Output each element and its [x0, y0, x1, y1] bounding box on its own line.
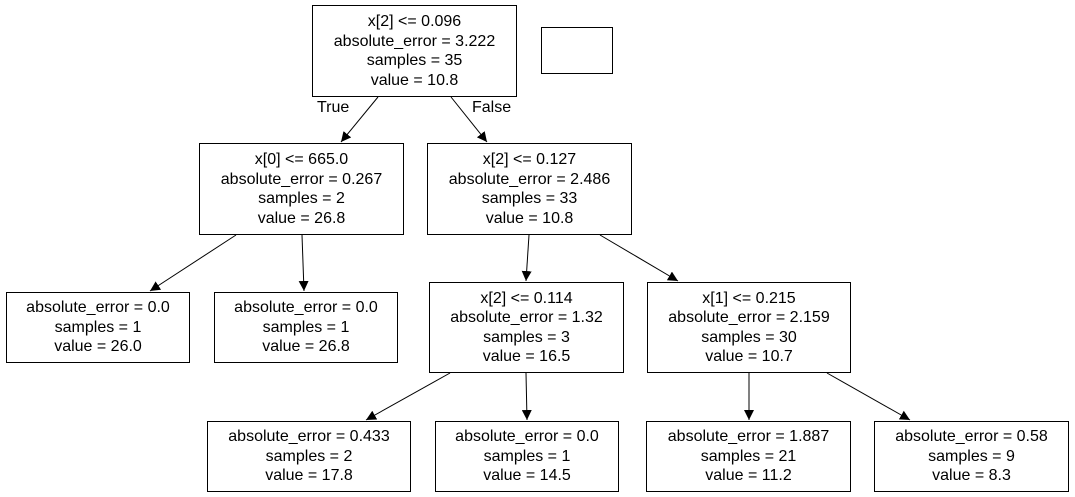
- tree-node-1: x[0] <= 665.0 absolute_error = 0.267 sam…: [199, 143, 404, 235]
- node-value: value = 10.8: [485, 209, 574, 227]
- node-samples: samples = 33: [481, 190, 578, 207]
- tree-node-5: x[2] <= 0.114 absolute_error = 1.32 samp…: [429, 282, 624, 373]
- node-error: absolute_error = 0.0: [26, 299, 170, 317]
- node-samples: samples = 1: [262, 318, 350, 336]
- node-samples: samples = 30: [701, 328, 797, 346]
- node-value: value = 10.8: [370, 71, 459, 89]
- tree-node-8: x[1] <= 0.215 absolute_error = 2.159 sam…: [647, 282, 851, 373]
- node-value: value = 10.7: [705, 348, 793, 365]
- node-value: value = 16.5: [482, 348, 571, 365]
- node-split: x[1] <= 0.215: [702, 289, 796, 307]
- edge-n5-n6: [365, 372, 451, 421]
- tree-leaf-9: absolute_error = 1.887 samples = 21 valu…: [646, 421, 851, 492]
- node-samples: samples = 35: [366, 52, 463, 69]
- node-samples: samples = 9: [928, 447, 1015, 465]
- node-samples: samples = 3: [483, 328, 570, 346]
- tree-leaf-7: absolute_error = 0.0 samples = 1 value =…: [435, 421, 619, 492]
- node-error: absolute_error = 0.0: [234, 299, 378, 317]
- edge-n0-n1: [340, 96, 379, 143]
- node-error: absolute_error = 0.0: [455, 428, 599, 446]
- node-split: x[2] <= 0.114: [480, 289, 573, 307]
- tree-node-root: x[2] <= 0.096 absolute_error = 3.222 sam…: [312, 5, 517, 97]
- edge-n1-n2: [149, 234, 237, 292]
- edge-label-true: True: [317, 99, 350, 116]
- edge-n0-n4: [450, 96, 488, 143]
- tree-leaf-6: absolute_error = 0.433 samples = 2 value…: [207, 421, 411, 492]
- edge-n4-n5: [521, 234, 532, 282]
- edge-n4-n8: [599, 234, 679, 282]
- node-error: absolute_error = 0.58: [895, 428, 1048, 446]
- node-value: value = 17.8: [265, 467, 353, 485]
- node-error: absolute_error = 0.433: [228, 428, 390, 446]
- node-split: x[2] <= 0.127: [482, 151, 577, 168]
- node-value: value = 26.8: [262, 338, 350, 356]
- node-split: x[2] <= 0.096: [367, 13, 462, 30]
- edge-n5-n7: [521, 372, 532, 421]
- edge-n8-n10: [826, 372, 911, 421]
- node-error: absolute_error = 2.159: [668, 309, 830, 326]
- tree-leaf-3: absolute_error = 0.0 samples = 1 value =…: [214, 292, 398, 363]
- node-value: value = 14.5: [483, 467, 571, 485]
- node-value: value = 26.0: [54, 338, 142, 356]
- tree-leaf-2: absolute_error = 0.0 samples = 1 value =…: [6, 292, 190, 363]
- edge-label-false: False: [472, 99, 512, 116]
- node-split: x[0] <= 665.0: [254, 151, 349, 168]
- node-error: absolute_error = 3.222: [333, 32, 496, 50]
- legend-box: [541, 27, 613, 74]
- edge-n1-n3: [298, 234, 309, 292]
- node-value: value = 8.3: [932, 467, 1011, 485]
- node-value: value = 26.8: [257, 209, 346, 227]
- node-samples: samples = 1: [54, 318, 142, 336]
- tree-leaf-10: absolute_error = 0.58 samples = 9 value …: [874, 421, 1069, 492]
- tree-node-4: x[2] <= 0.127 absolute_error = 2.486 sam…: [427, 143, 632, 235]
- node-error: absolute_error = 1.887: [667, 428, 830, 446]
- node-error: absolute_error = 1.32: [450, 309, 603, 326]
- node-samples: samples = 2: [265, 447, 353, 465]
- node-error: absolute_error = 2.486: [448, 170, 611, 188]
- node-samples: samples = 21: [700, 447, 797, 465]
- node-samples: samples = 2: [258, 190, 345, 207]
- node-error: absolute_error = 0.267: [220, 170, 383, 188]
- node-samples: samples = 1: [483, 447, 571, 465]
- node-value: value = 11.2: [705, 467, 792, 485]
